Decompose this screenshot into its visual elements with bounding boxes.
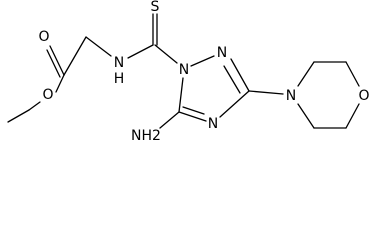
bond-ch3-ch2 xyxy=(7,109,30,123)
bond-n2-c3-inner xyxy=(223,65,241,94)
atom-s-thione: S xyxy=(151,0,160,15)
atom-n-ring-2: N xyxy=(217,45,227,61)
amino-text: NH2 xyxy=(131,128,161,144)
bond-n4-c5-inner xyxy=(182,106,205,115)
bond-ch2-nh xyxy=(85,36,112,57)
atom-labels: O O N H S N N N N O NH2 xyxy=(38,0,369,144)
bond-omorph-cc xyxy=(345,103,360,129)
atom-o-morpholine: O xyxy=(358,88,369,104)
bond-ccarbonyl-ocarbonyl-2 xyxy=(46,49,61,78)
atom-o-carbonyl: O xyxy=(38,29,49,45)
chemical-structure-diagram: O O N H S N N N N O NH2 xyxy=(7,0,370,144)
bonds xyxy=(7,13,360,129)
atom-h-amide: H xyxy=(114,71,125,87)
atom-n-ring-1: N xyxy=(179,62,189,78)
bond-c5-nh2 xyxy=(159,111,180,129)
bond-nmorph-ca xyxy=(297,61,315,87)
bond-oester-ccarbonyl xyxy=(55,74,65,93)
bond-nh-cthio xyxy=(127,44,154,59)
bond-n1-n2 xyxy=(190,55,215,67)
atom-n-amide: N xyxy=(114,55,124,71)
bond-c3-nmorph xyxy=(248,90,284,95)
atom-n-ring-4: N xyxy=(208,116,218,132)
bond-c3-n4 xyxy=(219,90,250,118)
bond-ch2-oester xyxy=(28,101,41,111)
atom-n-morpholine: N xyxy=(286,88,296,104)
atom-o-ester: O xyxy=(42,87,53,103)
bond-n4-c5 xyxy=(178,111,207,122)
bond-c5-n1 xyxy=(178,77,184,113)
bond-n2-c3 xyxy=(230,58,250,92)
bond-cthio-n1 xyxy=(154,44,178,64)
bond-cb-omorph xyxy=(345,61,360,87)
bond-cd-nmorph xyxy=(297,103,315,129)
atom-amino: NH2 xyxy=(131,128,161,144)
bond-ccarbonyl-ch2 xyxy=(63,36,87,76)
bond-ccarbonyl-ocarbonyl-1 xyxy=(49,45,65,76)
molecule-svg: O O N H S N N N N O NH2 xyxy=(7,0,370,144)
